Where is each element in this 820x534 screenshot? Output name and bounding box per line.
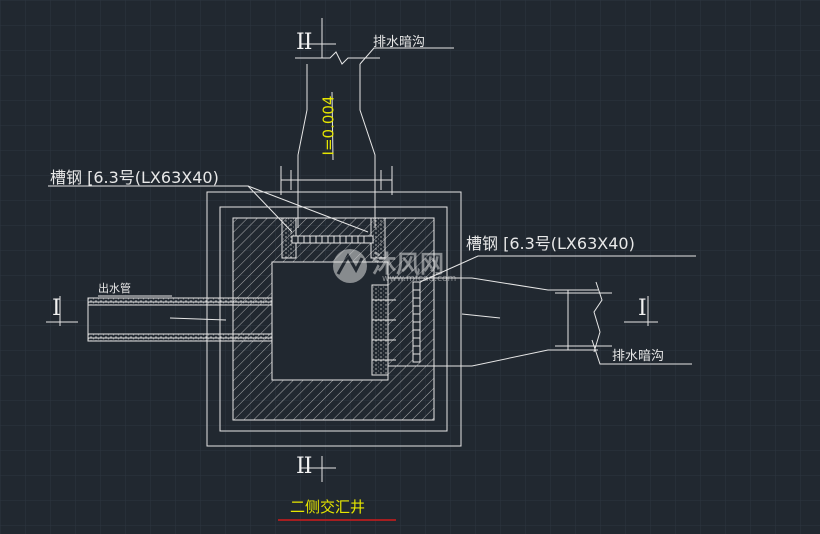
outlet-flow-arrow <box>169 317 227 321</box>
steel-channel-label-left: 槽钢 [6.3号(LX63X40) <box>50 168 219 187</box>
right-channel-leader <box>591 339 692 365</box>
right-channel-wall-fill <box>371 284 389 376</box>
steel-grating-top-ticks <box>297 236 365 243</box>
watermark-logo-icon <box>333 249 367 283</box>
section-mark-bottom-line <box>300 456 336 482</box>
steel-left-leader-2 <box>247 185 369 233</box>
section-mark-left: I <box>52 296 61 321</box>
right-channel-bottom-wall <box>388 349 598 367</box>
slope-label: I=0.004 <box>319 95 338 156</box>
outlet-pipe-wall-top <box>87 297 273 306</box>
right-channel-inner-ticks <box>372 299 396 361</box>
watermark-url: www.mfcad.com <box>382 274 457 284</box>
right-channel-label: 排水暗沟 <box>612 349 665 364</box>
section-mark-left-line <box>46 296 78 326</box>
drawing-title: 二侧交汇井 <box>290 498 366 516</box>
outlet-pipe-wall-bottom <box>87 333 273 342</box>
well-inner-wall <box>219 206 448 432</box>
section-mark-right: I <box>638 296 647 321</box>
top-channel-leader <box>359 47 454 65</box>
top-channel-break-line <box>295 51 380 65</box>
steel-channel-label-right: 槽钢 [6.3号(LX63X40) <box>466 234 635 253</box>
steel-right-leader <box>419 255 696 283</box>
flow-arrow-right <box>461 313 501 319</box>
well-chamber <box>271 261 389 381</box>
top-channel-right-wall <box>359 64 376 228</box>
section-mark-top-line <box>300 18 336 58</box>
slope-leader <box>331 91 334 161</box>
right-channel-top-wall <box>388 277 598 291</box>
outlet-pipe-label: 出水管 <box>98 282 131 295</box>
section-mark-right-line <box>624 296 658 326</box>
steel-grating-right-ticks <box>413 289 420 355</box>
section-mark-top: II <box>296 30 312 55</box>
top-channel-label: 排水暗沟 <box>373 35 426 50</box>
right-channel-break-line <box>593 281 603 353</box>
watermark-logo-text: 沐风网 <box>372 250 444 278</box>
top-channel-left-wall <box>297 64 308 228</box>
steel-grating-top <box>291 235 374 244</box>
section-mark-bottom: II <box>296 454 312 479</box>
